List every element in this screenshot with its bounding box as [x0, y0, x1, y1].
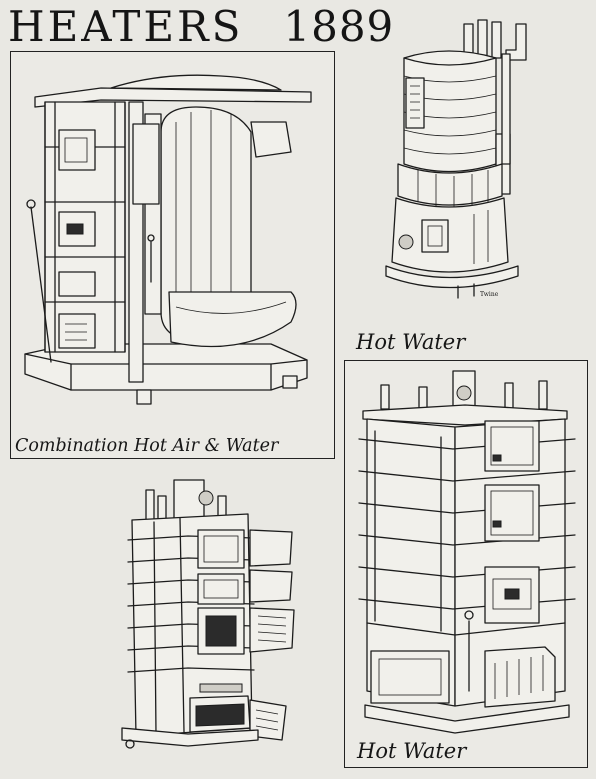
title-text: HEATERS [8, 2, 244, 51]
signature: Twine [480, 291, 499, 298]
combination-heater-illustration [24, 74, 312, 405]
square-hot-water-heater-panel: Hot Water [344, 360, 588, 768]
square-hot-water-caption: Hot Water [357, 739, 467, 763]
square-hot-water-heater-illustration [358, 370, 576, 734]
page-title: HEATERS 1889 [8, 2, 394, 51]
round-hot-water-heater-illustration [385, 19, 527, 299]
combination-heater-panel: Combination Hot Air & Water [10, 51, 335, 459]
combination-heater-caption: Combination Hot Air & Water [15, 436, 279, 456]
sectional-heater-illustration [121, 479, 295, 749]
title-year: 1889 [283, 2, 395, 51]
round-hot-water-caption: Hot Water [356, 330, 466, 354]
